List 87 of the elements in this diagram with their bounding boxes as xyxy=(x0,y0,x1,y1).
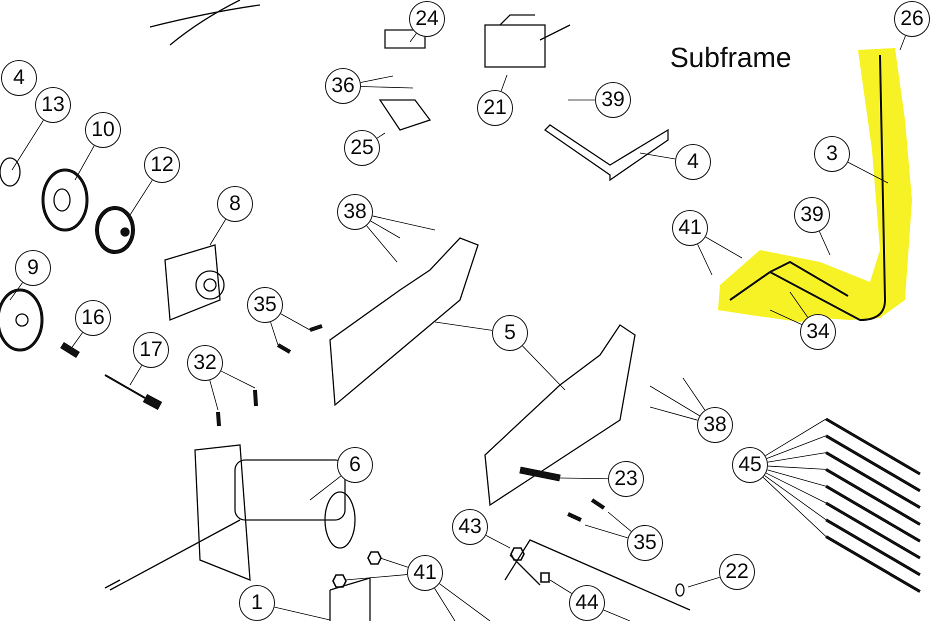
leader-line xyxy=(900,35,906,50)
leader-line xyxy=(766,472,826,504)
leader-line xyxy=(765,418,826,456)
leader-line xyxy=(522,346,566,390)
leader-line xyxy=(650,406,698,421)
leader-line xyxy=(12,120,44,170)
leader-line xyxy=(380,558,408,568)
callout-number: 9 xyxy=(15,250,51,286)
leader-line xyxy=(74,145,95,180)
callout-number: 4 xyxy=(1,60,37,96)
leader-line xyxy=(608,512,632,532)
callout-number: 6 xyxy=(337,447,373,483)
callout-number: 12 xyxy=(144,147,180,183)
leader-line xyxy=(372,216,436,230)
callout-number: 38 xyxy=(697,407,733,443)
leader-line xyxy=(768,466,826,470)
leader-line xyxy=(697,244,712,276)
leader-line xyxy=(603,610,630,621)
leader-line xyxy=(366,225,398,262)
callout-number: 21 xyxy=(477,90,513,126)
callout-number: 17 xyxy=(133,332,169,368)
leader-line xyxy=(360,76,394,83)
callout-number: 16 xyxy=(75,300,111,336)
leader-line xyxy=(486,534,510,548)
leader-line xyxy=(500,74,508,92)
leader-line xyxy=(439,583,490,621)
leader-line xyxy=(220,370,256,388)
leader-line xyxy=(790,292,808,318)
callout-number: 34 xyxy=(800,314,836,350)
leader-line xyxy=(434,588,456,621)
callout-number: 22 xyxy=(719,554,755,590)
leader-line xyxy=(766,435,826,459)
leader-line xyxy=(10,282,23,300)
callout-number: 25 xyxy=(344,130,380,166)
leader-line xyxy=(280,313,310,330)
callout-number: 43 xyxy=(452,509,488,545)
leader-line xyxy=(434,322,493,331)
leader-line xyxy=(762,476,826,537)
callout-number: 10 xyxy=(85,112,121,148)
leader-line xyxy=(70,332,83,350)
leader-line xyxy=(344,574,408,580)
callout-number: 26 xyxy=(894,1,930,37)
callout-number: 38 xyxy=(337,194,373,230)
leader-line xyxy=(370,220,400,238)
callout-number: 24 xyxy=(409,1,445,37)
callout-number: 41 xyxy=(407,555,443,591)
callout-number: 1 xyxy=(239,585,275,621)
leader-line xyxy=(767,452,826,462)
section-title: Subframe xyxy=(670,42,792,74)
callout-number: 32 xyxy=(187,345,223,381)
callout-number: 35 xyxy=(247,287,283,323)
callout-number: 4 xyxy=(675,144,711,180)
leader-line xyxy=(270,322,278,346)
leader-line xyxy=(766,469,826,487)
leader-line xyxy=(560,478,608,480)
leader-line xyxy=(360,86,414,88)
callout-number: 13 xyxy=(35,87,71,123)
callout-number: 39 xyxy=(794,197,830,233)
leader-line xyxy=(650,386,700,416)
callout-number: 3 xyxy=(814,136,850,172)
leader-line xyxy=(584,524,628,538)
callout-number: 23 xyxy=(608,461,644,497)
leader-line xyxy=(209,380,218,410)
leader-line xyxy=(274,606,330,620)
callout-number: 5 xyxy=(492,315,528,351)
leader-line xyxy=(210,218,226,246)
leader-line xyxy=(705,236,742,258)
leader-line xyxy=(682,378,706,411)
leader-line xyxy=(410,33,417,42)
leader-line xyxy=(130,180,153,216)
callout-number: 8 xyxy=(217,186,253,222)
callout-number: 41 xyxy=(672,210,708,246)
leader-line xyxy=(310,476,342,500)
leader-line xyxy=(770,310,802,325)
leader-line xyxy=(640,152,676,160)
leader-line xyxy=(130,365,142,386)
callout-number: 39 xyxy=(595,82,631,118)
leader-line xyxy=(688,576,720,588)
leader-line xyxy=(818,231,830,256)
leader-line xyxy=(550,580,572,594)
leader-line xyxy=(764,475,826,520)
callout-number: 45 xyxy=(732,447,768,483)
leader-line xyxy=(848,162,888,184)
leader-line xyxy=(376,132,386,139)
callout-number: 35 xyxy=(627,525,663,561)
callout-number: 44 xyxy=(569,585,605,621)
callout-number: 36 xyxy=(325,68,361,104)
